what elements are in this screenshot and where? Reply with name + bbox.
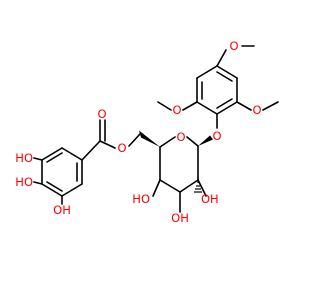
bond [33, 181, 43, 185]
hydroxyl-label: HO [15, 175, 33, 189]
bond [61, 183, 83, 197]
bond [159, 136, 176, 148]
atom-labels: O O O O O O O HO OH OH HO HO OH [15, 39, 261, 225]
bond [262, 101, 279, 111]
bond [46, 181, 63, 192]
hydroxyl-label: OH [53, 203, 71, 217]
bond [216, 65, 238, 79]
structure-drawing: O O O O O O O HO OH OH HO HO OH [15, 39, 279, 225]
hydroxyl-label: OH [171, 211, 189, 225]
bond [128, 133, 141, 147]
glycosidic-oxygen-label: O [212, 129, 221, 143]
bond [159, 179, 181, 193]
hashed-bond [194, 177, 202, 193]
carbonyl-oxygen-label: O [97, 107, 106, 121]
ring-oxygen-label: O [176, 130, 185, 144]
bond [182, 101, 198, 111]
methoxy-oxygen-label: O [252, 103, 261, 117]
bond [46, 152, 63, 163]
hydroxyl-label: HO [15, 151, 33, 165]
bond [216, 98, 233, 109]
bond [81, 140, 101, 161]
bond [152, 179, 161, 197]
bond [41, 147, 63, 161]
methoxy-oxygen-label: O [172, 103, 181, 117]
wedge-bond [139, 130, 160, 147]
bond [196, 65, 218, 79]
bond [157, 101, 172, 111]
wedge-bond [198, 135, 213, 146]
bonds [33, 45, 279, 213]
bond [41, 183, 63, 197]
bond [186, 136, 199, 147]
molecule-diagram: O O O O O O O HO OH OH HO HO OH [15, 39, 279, 225]
bond [99, 140, 116, 149]
bond [197, 179, 207, 197]
stereo-wedges [139, 130, 213, 147]
bond [216, 49, 227, 67]
bond [61, 147, 83, 161]
bond [179, 179, 199, 193]
bond [216, 71, 233, 82]
bond [196, 101, 218, 115]
methoxy-oxygen-label: O [229, 39, 238, 53]
hydroxyl-label: HO [132, 192, 150, 206]
bond [216, 101, 238, 115]
hydroxyl-label: OH [201, 192, 219, 206]
bond [236, 101, 252, 111]
bond [33, 157, 43, 161]
ester-oxygen-label: O [117, 141, 126, 155]
